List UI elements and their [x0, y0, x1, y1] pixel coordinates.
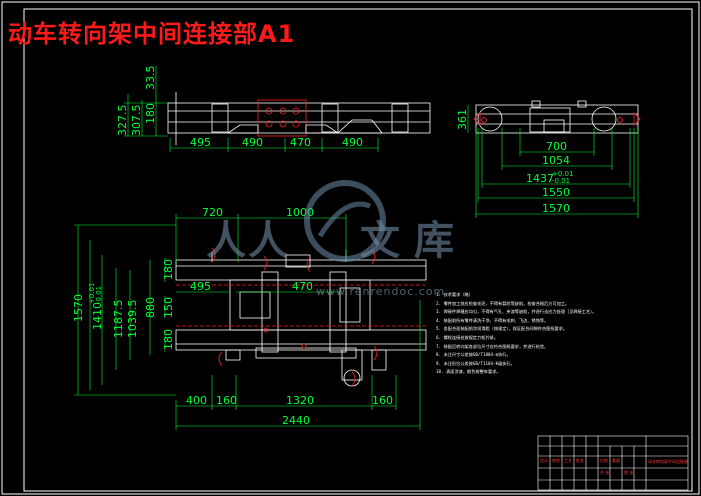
dimension-labels: 495 490 470 490 327.5 307.5 180 33.5 361… — [72, 66, 573, 428]
dim-main-2440: 2440 — [282, 414, 310, 427]
side-view — [473, 100, 641, 134]
dim-top-307-5: 307.5 — [130, 105, 143, 137]
watermark-url: www.renrendoc.com — [316, 285, 446, 298]
dim-top-33-5: 33.5 — [144, 66, 157, 91]
title-block-name: 动车转向架中间连接部 — [648, 459, 688, 464]
main-view — [175, 250, 427, 387]
title-block — [537, 435, 689, 491]
dim-side-tol-minus: -0.01 — [552, 177, 570, 185]
dim-main-720: 720 — [202, 206, 223, 219]
dim-main-160a: 160 — [216, 394, 237, 407]
dim-main-1410: 1410 — [91, 302, 104, 330]
dim-top-180: 180 — [144, 103, 157, 124]
dim-main-400: 400 — [186, 394, 207, 407]
note-line: 8. 未注尺寸公差按GB/T1804-m执行。 — [436, 352, 511, 358]
note-line: 9. 未注形位公差按GB/T1184-K级执行。 — [436, 360, 515, 366]
dim-side-361: 361 — [456, 109, 469, 130]
dim-side-1437: 1437 — [526, 172, 554, 185]
dim-side-1054: 1054 — [542, 154, 570, 167]
dim-main-495: 495 — [190, 280, 211, 293]
note-line: 1. 技术要求（略） — [436, 292, 473, 297]
note-line: 2. 零件加工前应检查毛坯，不得有裂纹等缺陷，检查合格后方可加工。 — [436, 300, 570, 306]
title-block-cell: 第 张 — [624, 470, 634, 475]
dim-side-1570: 1570 — [542, 202, 570, 215]
watermark-char-1: 人 — [206, 218, 246, 264]
dim-side-1550: 1550 — [542, 186, 570, 199]
dim-side-700: 700 — [546, 140, 567, 153]
title-block-cell: 工艺 — [564, 458, 572, 463]
dim-main-180b: 180 — [162, 329, 175, 350]
title-block-cell: 设计 — [540, 458, 548, 463]
title-block-cell: 重量 — [612, 458, 620, 463]
watermark-char-2: 人 — [248, 218, 288, 264]
dim-top-495: 495 — [190, 136, 211, 149]
dim-top-490a: 490 — [242, 136, 263, 149]
title-block-cell: 批准 — [576, 458, 584, 463]
dim-main-1410-tol-minus: -0.01 — [95, 286, 103, 304]
main-view-hidden — [176, 247, 426, 387]
note-line: 3. 焊接件焊缝应均匀，不得有气孔、夹渣等缺陷，并进行去应力处理（见焊接工艺）。 — [436, 309, 597, 315]
dim-main-1410-tol-plus: +0.01 — [88, 283, 96, 304]
note-line: 5. 各配合面装配前涂润滑脂（按规定），保证配合间隙符合图纸要求。 — [436, 326, 568, 332]
dim-main-1039-5: 1039.5 — [126, 300, 139, 339]
note-line: 7. 装配后转向架各部位尺寸应符合图纸要求，并进行检验。 — [436, 343, 549, 349]
title-block-cell: 共 张 — [600, 470, 610, 475]
top-view — [167, 92, 431, 145]
dim-main-150: 150 — [162, 297, 175, 318]
side-view-dims — [467, 105, 639, 218]
technical-notes: 1. 技术要求（略） 2. 零件加工前应检查毛坯，不得有裂纹等缺陷，检查合格后方… — [436, 291, 676, 377]
title-block-cell: 审核 — [552, 458, 560, 463]
dim-main-1320: 1320 — [286, 394, 314, 407]
watermark-char-4: 库 — [414, 218, 454, 264]
dim-main-180a: 180 — [162, 259, 175, 280]
main-view-dims — [74, 214, 421, 430]
dim-top-327-5: 327.5 — [116, 105, 129, 137]
dim-main-880: 880 — [144, 297, 157, 318]
note-line: 10. 表面涂漆，颜色按整车要求。 — [436, 369, 501, 375]
note-line: 6. 螺栓连接处按规定力矩拧紧。 — [436, 334, 499, 340]
dim-side-tol-plus: +0.01 — [552, 170, 573, 178]
drawing-title: 动车转向架中间连接部A1 — [8, 20, 296, 48]
dim-main-1570: 1570 — [72, 294, 85, 322]
title-block-cell: 比例 — [600, 458, 608, 463]
dim-main-470: 470 — [292, 280, 313, 293]
top-view-dims — [124, 66, 379, 152]
inner-frame — [23, 8, 693, 492]
dim-top-470: 470 — [290, 136, 311, 149]
dim-main-1187-5: 1187.5 — [112, 300, 125, 339]
note-line: 4. 装配前所有零件清洗干净，不得有毛刺、飞边、锈蚀等。 — [436, 317, 549, 323]
dim-main-160b: 160 — [372, 394, 393, 407]
dim-top-490b: 490 — [342, 136, 363, 149]
watermark-logo-icon — [304, 180, 386, 262]
